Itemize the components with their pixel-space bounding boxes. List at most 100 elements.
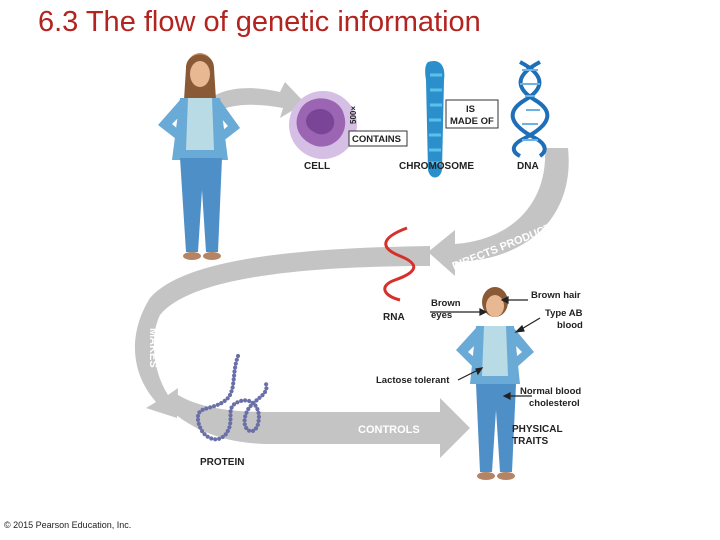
protein-bead: [242, 422, 247, 427]
directs-production-label: DIRECTS PRODUCTION OF: [451, 208, 589, 273]
protein-bead: [243, 398, 248, 403]
protein-bead: [228, 417, 233, 422]
protein-bead: [233, 365, 238, 370]
protein-bead: [256, 414, 261, 419]
protein-bead: [222, 398, 227, 403]
is-made-of-label-1: IS: [466, 104, 475, 115]
protein-bead: [247, 428, 252, 433]
protein-bead: [243, 414, 248, 419]
cholesterol-label-1: Normal blood: [520, 386, 581, 397]
dna-helix: [510, 60, 550, 158]
protein-bead: [209, 436, 214, 441]
protein-bead: [215, 402, 220, 407]
physical-traits-label-1: PHYSICAL: [512, 424, 563, 435]
lactose-tolerant-label: Lactose tolerant: [376, 375, 450, 386]
protein-bead: [256, 410, 261, 415]
woman-figure-bottom: [456, 287, 534, 480]
dna-label: DNA: [517, 161, 539, 172]
protein-bead: [228, 413, 233, 418]
protein-bead: [225, 428, 230, 434]
protein-bead: [223, 432, 228, 437]
protein-bead: [219, 401, 224, 406]
protein-bead: [230, 385, 235, 390]
protein-bead: [242, 418, 247, 423]
protein-bead: [229, 405, 234, 410]
protein-bead: [198, 425, 203, 430]
protein-bead: [254, 398, 259, 403]
page-title: 6.3 The flow of genetic information: [38, 6, 481, 38]
protein-bead: [264, 382, 269, 387]
protein-bead: [264, 386, 269, 391]
protein-bead: [227, 425, 232, 430]
protein-bead: [225, 396, 230, 401]
protein-label: PROTEIN: [200, 457, 244, 468]
protein-bead: [244, 410, 249, 415]
brown-eyes-label-1: Brown: [431, 298, 461, 309]
protein-bead: [234, 357, 239, 362]
protein-bead: [257, 395, 262, 400]
is-made-of-label-2: MADE OF: [450, 116, 494, 127]
cell-image: [289, 91, 357, 159]
protein-bead: [228, 421, 233, 426]
protein-bead: [255, 407, 260, 412]
arrow-controls: [165, 393, 470, 458]
protein-bead: [196, 421, 201, 426]
protein-bead: [195, 413, 201, 419]
protein-bead: [228, 409, 233, 414]
is-made-of-box: [445, 99, 499, 129]
protein-bead: [232, 369, 237, 374]
protein-bead: [231, 377, 236, 382]
brown-hair-label: Brown hair: [531, 290, 581, 301]
cell-label: CELL: [304, 161, 330, 172]
protein-bead: [197, 410, 202, 415]
chromosome-image: [425, 60, 445, 178]
copyright-notice: © 2015 Pearson Education, Inc.: [4, 520, 132, 530]
protein-bead: [227, 392, 233, 398]
protein-bead: [262, 389, 268, 395]
protein-bead: [204, 406, 209, 411]
protein-bead: [253, 426, 259, 431]
rna-strand: [383, 226, 416, 302]
protein-bead: [205, 434, 210, 439]
protein-bead: [248, 403, 253, 408]
protein-bead: [213, 437, 218, 442]
protein-bead: [200, 429, 205, 434]
protein-bead: [239, 398, 244, 403]
contains-box: [348, 130, 408, 147]
protein-bead: [251, 400, 256, 406]
protein-bead: [244, 425, 249, 431]
protein-bead: [229, 389, 234, 394]
arrow-makes: [134, 246, 431, 418]
protein-bead: [255, 422, 260, 427]
protein-bead: [217, 436, 222, 441]
protein-bead: [235, 400, 240, 405]
protein-bead: [235, 353, 241, 359]
protein-bead: [211, 404, 217, 409]
protein-bead: [231, 381, 236, 386]
protein-bead: [220, 434, 225, 440]
protein-bead: [233, 361, 238, 366]
woman-figure-top: [158, 53, 240, 260]
protein-chain: [195, 353, 269, 442]
protein-bead: [208, 405, 213, 410]
protein-bead: [247, 398, 252, 404]
controls-label: CONTROLS: [358, 424, 420, 436]
arrow-to-cell: [200, 82, 305, 118]
contains-label: CONTAINS: [352, 134, 401, 145]
protein-bead: [260, 393, 265, 398]
rna-label: RNA: [383, 312, 405, 323]
arrow-directs-production: [428, 148, 569, 276]
blood-type-label-2: blood: [557, 320, 583, 331]
makes-label: MAKES: [147, 328, 159, 368]
protein-bead: [256, 418, 261, 423]
magnification-label: 500×: [349, 106, 358, 124]
brown-eyes-label-2: eyes: [431, 310, 452, 321]
protein-bead: [246, 406, 251, 412]
physical-traits-label-2: TRAITS: [512, 436, 548, 447]
chromosome-label: CHROMOSOME: [399, 161, 474, 172]
blood-type-label-1: Type AB: [545, 308, 583, 319]
protein-bead: [250, 428, 256, 433]
protein-bead: [231, 402, 237, 407]
cholesterol-label-2: cholesterol: [529, 398, 580, 409]
